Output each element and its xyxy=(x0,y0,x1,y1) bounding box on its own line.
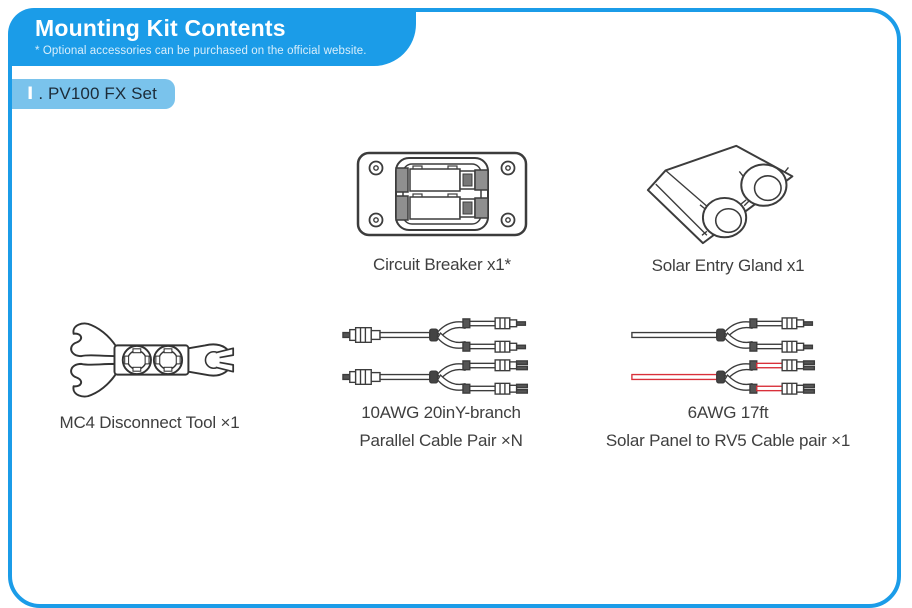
solar-entry-gland-illustration xyxy=(646,144,794,245)
item-caption: MC4 Disconnect Tool ×1 xyxy=(59,413,240,432)
item-circuit-breaker: Circuit Breaker x1* xyxy=(337,150,547,276)
section-title: . PV100 FX Set xyxy=(38,84,157,103)
item-caption-line1: 6AWG 17ft xyxy=(687,403,769,422)
item-caption: Solar Entry Gland x1 xyxy=(651,256,805,275)
page-subtitle: * Optional accessories can be purchased … xyxy=(35,45,367,58)
page-title: Mounting Kit Contents xyxy=(35,15,286,41)
rv5-cable-black-illustration xyxy=(631,317,814,353)
item-solar-entry-gland: Solar Entry Gland x1 xyxy=(618,138,838,277)
section-badge: Ⅰ . PV100 FX Set xyxy=(12,79,175,109)
item-caption-line1: 10AWG 20inY-branch xyxy=(361,403,521,422)
mc4-disconnect-tool-illustration xyxy=(69,322,235,398)
circuit-breaker-illustration xyxy=(356,151,528,237)
y-branch-cable-illustration xyxy=(342,317,527,353)
rv5-cable-red-illustration xyxy=(631,359,816,395)
item-parallel-cable-pair: 10AWG 20inY-branch Parallel Cable Pair ×… xyxy=(330,316,552,453)
item-caption: Circuit Breaker x1* xyxy=(373,255,511,274)
section-numeral: Ⅰ xyxy=(27,84,34,103)
item-rv5-cable-pair: 6AWG 17ft Solar Panel to RV5 Cable pair … xyxy=(582,316,874,453)
item-mc4-disconnect-tool: MC4 Disconnect Tool ×1 xyxy=(42,314,257,434)
y-branch-cable-illustration xyxy=(342,359,529,395)
item-caption-line2: Solar Panel to RV5 Cable pair ×1 xyxy=(605,431,851,451)
item-caption-line2: Parallel Cable Pair ×N xyxy=(359,431,523,451)
header-banner: Mounting Kit Contents * Optional accesso… xyxy=(8,8,416,66)
